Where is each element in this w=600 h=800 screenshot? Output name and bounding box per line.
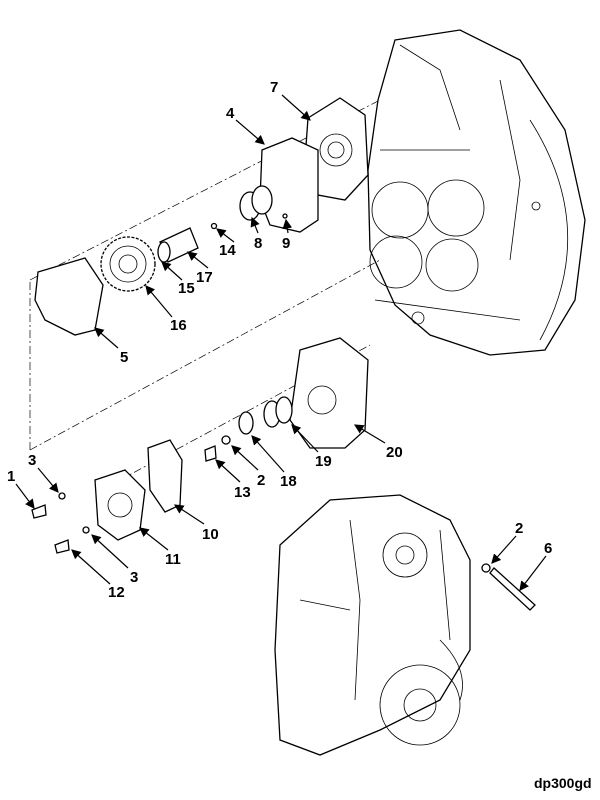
part-bushing-19 (263, 396, 293, 428)
callout-1: 1 (7, 468, 15, 485)
part-washer-3 (58, 492, 66, 500)
part-cover-11 (94, 469, 146, 541)
part-washer-2b (481, 563, 491, 573)
part-washer-2 (221, 435, 231, 445)
engine-block-upper (367, 29, 586, 356)
part-housing-20 (289, 337, 369, 449)
leader-lines (15, 94, 547, 591)
part-shaft-17 (157, 227, 199, 263)
callout-10: 10 (202, 526, 219, 543)
callout-2: 2 (257, 472, 265, 489)
part-pin-9 (282, 213, 288, 219)
callout-12: 12 (108, 584, 125, 601)
part-gear-16 (100, 236, 156, 292)
callout-14: 14 (219, 242, 236, 259)
part-washer-3b (82, 526, 90, 534)
callout-19: 19 (315, 453, 332, 470)
figure-code: dp300gd (534, 775, 592, 791)
callout-9: 9 (282, 235, 290, 252)
part-bolt-12 (54, 539, 70, 554)
part-bolt-13 (204, 445, 217, 462)
callout-15: 15 (178, 280, 195, 297)
part-pin-14 (210, 222, 218, 230)
callout-5: 5 (120, 349, 128, 366)
part-washer-18 (238, 411, 254, 435)
callout-13: 13 (234, 484, 251, 501)
callout-3: 3 (28, 452, 36, 469)
callout-8: 8 (254, 235, 262, 252)
part-gasket-10 (147, 439, 183, 513)
callout-7: 7 (270, 79, 278, 96)
callout-2b: 2 (515, 520, 523, 537)
callout-4: 4 (226, 105, 235, 122)
part-gasket-5 (34, 257, 104, 336)
callout-16: 16 (170, 317, 187, 334)
callout-17: 17 (196, 269, 213, 286)
part-bolt-1 (31, 504, 47, 519)
part-bushing-8 (239, 185, 273, 221)
engine-block-lower (274, 494, 471, 756)
callout-18: 18 (280, 473, 297, 490)
callout-20: 20 (386, 444, 403, 461)
part-stud-6 (489, 567, 536, 611)
callout-6: 6 (544, 540, 552, 557)
part-gasket-4 (259, 137, 319, 233)
callout-11: 11 (165, 551, 181, 568)
callout-3b: 3 (130, 569, 138, 586)
